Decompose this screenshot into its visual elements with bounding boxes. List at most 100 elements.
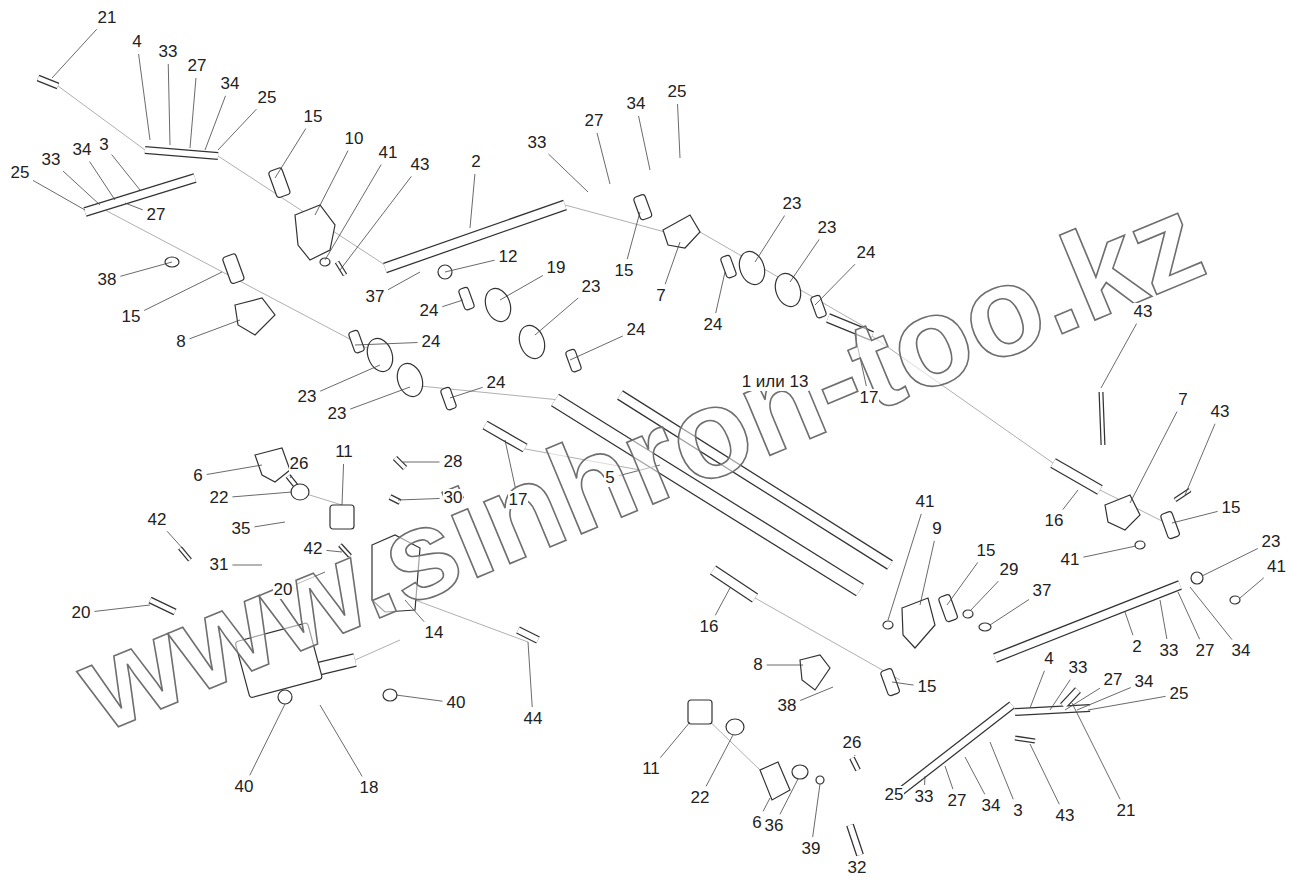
rod-outline <box>713 570 755 598</box>
leader-line <box>275 129 306 178</box>
callout-number: 41 <box>915 493 936 511</box>
link-plate <box>880 668 900 697</box>
rod-outline <box>852 758 858 770</box>
link-plate <box>720 255 737 279</box>
leader-line <box>190 320 240 339</box>
callout-number: 44 <box>523 710 544 728</box>
washer-plate <box>1135 541 1145 549</box>
bracket <box>902 598 935 648</box>
leader-line <box>144 272 222 310</box>
callout-number: 39 <box>801 840 822 858</box>
callout-number: 25 <box>667 83 688 101</box>
leader-line <box>528 642 532 707</box>
callout-number: 27 <box>584 112 605 130</box>
callout-number: 23 <box>817 219 838 237</box>
rod-outline <box>1053 463 1100 490</box>
leader-line <box>790 239 819 282</box>
leader-line <box>232 492 292 497</box>
callout-number: 23 <box>782 195 803 213</box>
leader-line <box>396 695 443 701</box>
leader-line <box>970 581 998 611</box>
leader-line <box>52 29 97 78</box>
rod-fill <box>1175 490 1190 500</box>
leader-line <box>1030 744 1059 804</box>
washer-plate <box>726 719 744 735</box>
callout-number: 15 <box>917 678 938 696</box>
callout-number: 24 <box>421 333 442 351</box>
bracket <box>800 655 830 690</box>
leader-line <box>340 176 411 270</box>
leader-line <box>167 531 184 550</box>
bracket <box>663 215 700 248</box>
callout-number: 33 <box>41 151 62 169</box>
link-plate <box>1160 511 1180 540</box>
leader-line <box>570 336 623 360</box>
leader-line <box>355 343 418 345</box>
leader-line <box>888 514 921 620</box>
rod-fill <box>1053 463 1100 490</box>
callout-number: 12 <box>498 248 519 266</box>
leader-line <box>1130 412 1177 503</box>
callout-number: 25 <box>1169 685 1190 703</box>
leader-line <box>665 242 680 284</box>
rod-fill <box>38 78 58 86</box>
rod-outline <box>38 78 58 86</box>
leader-line <box>627 212 640 259</box>
callout-number: 15 <box>303 108 324 126</box>
leader-line <box>535 298 578 335</box>
callout-number: 43 <box>1210 403 1231 421</box>
callout-number: 40 <box>446 694 467 712</box>
leader-line <box>350 387 410 409</box>
leader-line <box>549 154 588 192</box>
callout-number: 43 <box>1133 303 1154 321</box>
rod-outline <box>1015 708 1090 712</box>
link-plate <box>565 349 582 373</box>
callout-number: 22 <box>209 489 230 507</box>
leader-line <box>320 365 380 391</box>
callout-number: 34 <box>72 141 93 159</box>
leader-line <box>660 722 690 758</box>
callout-number: 23 <box>327 405 348 423</box>
washer-plate <box>383 689 397 701</box>
callout-number: 8 <box>175 333 186 351</box>
leader-line <box>706 735 733 786</box>
rod-outline <box>995 585 1180 658</box>
rod-fill <box>518 630 538 640</box>
callout-number: 27 <box>1195 642 1216 660</box>
callout-number: 38 <box>97 271 118 289</box>
leader-line <box>715 588 730 615</box>
callout-number: 17 <box>859 389 880 407</box>
callout-number: 3 <box>1012 802 1023 820</box>
bracket <box>295 205 335 260</box>
leader-line <box>780 779 798 814</box>
callout-number: 6 <box>192 467 203 485</box>
leader-line <box>1202 548 1258 576</box>
link-plate <box>268 167 291 198</box>
leader-line <box>63 171 100 205</box>
callout-number: 22 <box>690 789 711 807</box>
callout-number: 14 <box>424 624 445 642</box>
leader-line <box>120 262 172 276</box>
leader-line <box>678 104 680 158</box>
callout-number: 2 <box>1131 638 1142 656</box>
leader-line <box>90 162 115 200</box>
leader-line <box>168 64 170 145</box>
leader-line <box>990 599 1029 625</box>
leader-line <box>442 300 463 307</box>
callout-number: 29 <box>999 561 1020 579</box>
link-plate <box>688 700 712 724</box>
callout-number: 24 <box>486 374 507 392</box>
callout-number: 34 <box>626 95 647 113</box>
leader-line <box>1160 600 1167 639</box>
leader-line <box>445 260 495 272</box>
washer-plate <box>291 484 309 500</box>
leader-line <box>924 776 925 785</box>
callout-number: 33 <box>527 134 548 152</box>
leader-line <box>218 109 256 150</box>
leader-line <box>1088 696 1166 710</box>
leader-line <box>1178 592 1200 639</box>
callout-number: 11 <box>334 443 354 461</box>
callout-number: 20 <box>71 604 92 622</box>
link-plate <box>348 330 365 354</box>
